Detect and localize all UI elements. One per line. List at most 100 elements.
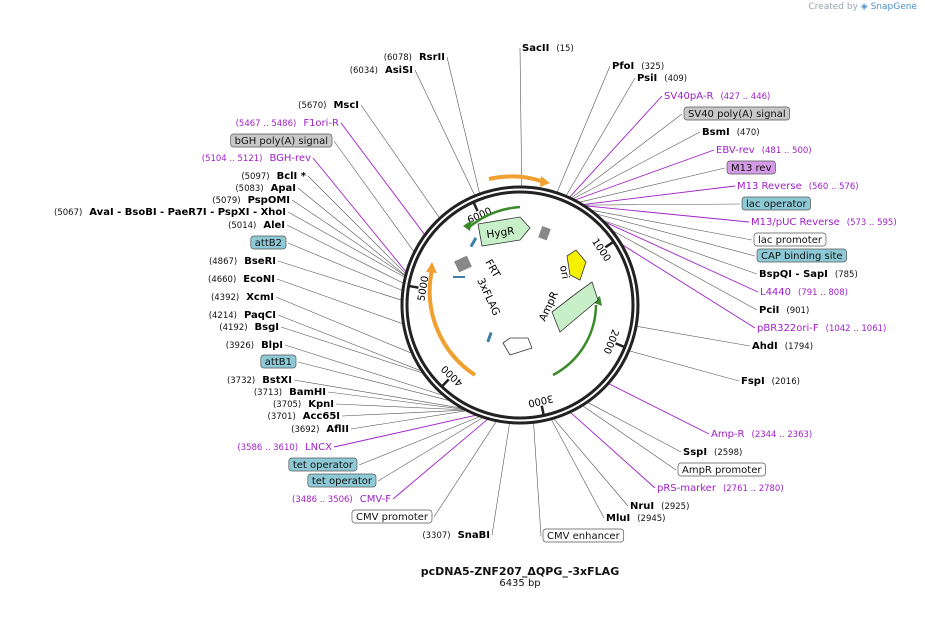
primer-name: M13 Reverse — [737, 181, 802, 192]
map-label-primer[interactable]: BGH-rev(5104 .. 5121) — [202, 153, 311, 164]
map-label-primer[interactable]: F1ori-R(5467 .. 5486) — [236, 118, 339, 129]
map-label-box[interactable]: CAP binding site — [756, 248, 847, 263]
map-label-enzyme[interactable]: AhdI(1794) — [752, 341, 813, 352]
map-label-enzyme[interactable]: BclI *(5097) — [241, 171, 306, 182]
feature-box-label: tet operator — [312, 476, 373, 487]
map-label-enzyme[interactable]: NruI(2925) — [630, 501, 689, 512]
map-label-box[interactable]: AmpR promoter — [677, 462, 766, 477]
enzyme-name: ApaI — [271, 183, 296, 194]
map-label-enzyme[interactable]: SnaBI(3307) — [422, 530, 490, 541]
map-label-enzyme[interactable]: BsmI(470) — [702, 127, 760, 138]
map-label-box[interactable]: SV40 poly(A) signal — [683, 106, 791, 121]
map-label-enzyme[interactable]: KpnI(3705) — [273, 399, 334, 410]
leader-line — [533, 422, 542, 537]
map-label-enzyme[interactable]: MscI(5670) — [298, 100, 359, 111]
leader-line — [291, 199, 406, 277]
map-label-box[interactable]: attB1 — [260, 354, 297, 369]
leader-line — [594, 213, 756, 257]
feature-box-label: lac operator — [746, 199, 807, 210]
leader-line — [628, 350, 740, 382]
map-label-box[interactable]: bGH poly(A) signal — [230, 133, 333, 148]
map-label-enzyme[interactable]: PspOMI(5079) — [212, 195, 290, 206]
primer-position: (1042 .. 1061) — [826, 324, 887, 334]
primer-position: (481 .. 500) — [762, 146, 812, 156]
feature-box-label: CMV enhancer — [547, 531, 621, 542]
map-label-box[interactable]: attB2 — [250, 235, 287, 250]
enzyme-name: MluI — [606, 513, 630, 524]
enzyme-position: (3701) — [268, 412, 296, 422]
map-label-enzyme[interactable]: BstXI(3732) — [227, 375, 292, 386]
leader-line — [276, 278, 404, 325]
map-label-primer[interactable]: pBR322ori-F (1042 .. 1061) — [757, 323, 886, 334]
inner-label-ori: ori — [557, 264, 571, 280]
map-label-enzyme[interactable]: AvaI - BsoBI - PaeR7I - PspXI - XhoI(506… — [54, 207, 286, 218]
feature-box — [230, 133, 333, 148]
map-label-enzyme[interactable]: BseRI(4867) — [209, 256, 276, 267]
map-label-primer[interactable]: EBV-rev (481 .. 500) — [716, 145, 812, 156]
map-label-enzyme[interactable]: PsiI(409) — [637, 73, 687, 84]
primer-name: pBR322ori-F — [757, 323, 819, 334]
enzyme-position: (6034) — [350, 66, 378, 76]
ampr-arrow — [551, 281, 599, 333]
map-label-enzyme[interactable]: MluI(2945) — [606, 513, 665, 524]
hygr-arrow — [477, 216, 531, 247]
map-label-enzyme[interactable]: Acc65I(3701) — [268, 411, 341, 422]
map-label-primer[interactable]: pRS-marker(2761 .. 2780) — [657, 483, 784, 494]
map-label-enzyme[interactable]: FspI(2016) — [741, 376, 800, 387]
primer-name: EBV-rev — [716, 145, 755, 156]
backbone-inner-ring — [405, 190, 635, 420]
enzyme-name: BsmI — [702, 127, 730, 138]
feature-box — [741, 196, 811, 211]
enzyme-position: (409) — [664, 74, 687, 84]
plasmid-length: 6435 bp — [499, 578, 541, 589]
map-label-enzyme[interactable]: BamHI(3713) — [254, 387, 326, 398]
enzyme-name: BstXI — [262, 375, 292, 386]
map-label-primer[interactable]: M13 Reverse (560 .. 576) — [737, 181, 859, 192]
primer-position: (427 .. 446) — [720, 92, 770, 102]
map-label-enzyme[interactable]: BsgI(4192) — [219, 322, 279, 333]
map-label-box[interactable]: CMV promoter — [351, 509, 433, 524]
map-label-enzyme[interactable]: PciI(901) — [759, 305, 809, 316]
map-label-enzyme[interactable]: ApaI(5083) — [235, 183, 296, 194]
map-label-enzyme[interactable]: PaqCI(4214) — [209, 310, 276, 321]
map-label-primer[interactable]: CMV-F(3486 .. 3506) — [292, 494, 391, 505]
map-label-enzyme[interactable]: SacII(15) — [522, 43, 574, 54]
enzyme-position: (785) — [835, 270, 858, 280]
map-label-primer[interactable]: M13/pUC Reverse(573 .. 595) — [751, 217, 897, 228]
enzyme-position: (4214) — [209, 311, 237, 321]
map-label-enzyme[interactable]: EcoNI(4660) — [208, 274, 275, 285]
map-label-primer[interactable]: LNCX(3586 .. 3610) — [237, 442, 332, 453]
ring-tick — [604, 240, 615, 249]
plasmid-name: pcDNA5-ZNF207_ΔQPG_-3xFLAG — [420, 565, 620, 578]
map-label-enzyme[interactable]: BlpI(3926) — [226, 340, 283, 351]
map-label-primer[interactable]: SV40pA-R(427 .. 446) — [664, 91, 770, 102]
map-label-box[interactable]: tet operator — [288, 457, 358, 472]
map-label-box[interactable]: lac promoter — [753, 232, 827, 247]
map-label-enzyme[interactable]: AleI(5014) — [228, 220, 285, 231]
leader-line — [583, 205, 750, 223]
leader-line — [601, 219, 758, 275]
enzyme-position: (3692) — [291, 425, 319, 435]
map-label-primer[interactable]: L4440(791 .. 808) — [760, 287, 848, 298]
feature-box-label: lac promoter — [758, 235, 823, 246]
enzyme-name: FspI — [741, 376, 765, 387]
map-label-enzyme[interactable]: XcmI(4392) — [211, 292, 274, 303]
map-label-enzyme[interactable]: PfoI(325) — [612, 61, 664, 72]
map-label-box[interactable]: tet operator — [307, 473, 377, 488]
map-label-enzyme[interactable]: AflII(3692) — [291, 424, 349, 435]
leader-line — [589, 209, 753, 241]
map-label-box[interactable]: M13 rev — [726, 160, 776, 175]
primer-name: L4440 — [760, 287, 791, 298]
map-label-enzyme[interactable]: AsiSI(6034) — [350, 65, 413, 76]
map-label-enzyme[interactable]: BspQI - SapI(785) — [759, 269, 858, 280]
map-label-enzyme[interactable]: SspI(2598) — [683, 447, 742, 458]
map-label-box[interactable]: CMV enhancer — [542, 528, 625, 543]
map-label-box[interactable]: lac operator — [741, 196, 811, 211]
green-arrow-top — [463, 220, 472, 231]
feature-box-label: CMV promoter — [356, 512, 429, 523]
map-label-primer[interactable]: Amp-R(2344 .. 2363) — [711, 429, 812, 440]
map-label-enzyme[interactable]: RsrII(6078) — [384, 52, 445, 63]
leader-line — [358, 415, 481, 466]
primer-position: (560 .. 576) — [809, 182, 859, 192]
enzyme-name: SspI — [683, 447, 707, 458]
